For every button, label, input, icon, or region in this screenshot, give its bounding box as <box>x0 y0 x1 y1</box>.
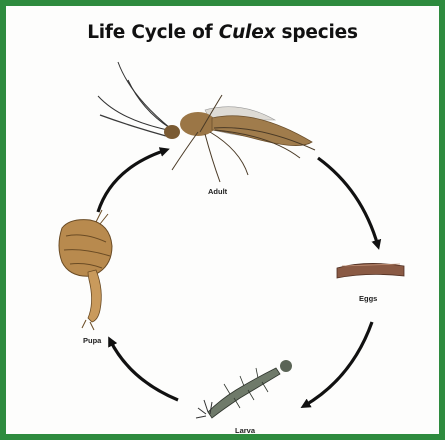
stage-label-pupa: Pupa <box>83 336 101 345</box>
arrow-larva-to-pupa <box>110 340 178 400</box>
arrow-eggs-to-larva <box>304 322 372 406</box>
arrow-pupa-to-adult <box>98 150 166 212</box>
pupa-illustration <box>59 210 112 330</box>
adult-mosquito-illustration <box>98 62 315 182</box>
stage-label-larva: Larva <box>235 426 255 435</box>
stage-label-adult: Adult <box>208 187 227 196</box>
larva-illustration <box>196 360 292 418</box>
stage-label-eggs: Eggs <box>359 294 377 303</box>
egg-raft-illustration <box>337 263 404 278</box>
arrow-adult-to-eggs <box>318 158 378 246</box>
